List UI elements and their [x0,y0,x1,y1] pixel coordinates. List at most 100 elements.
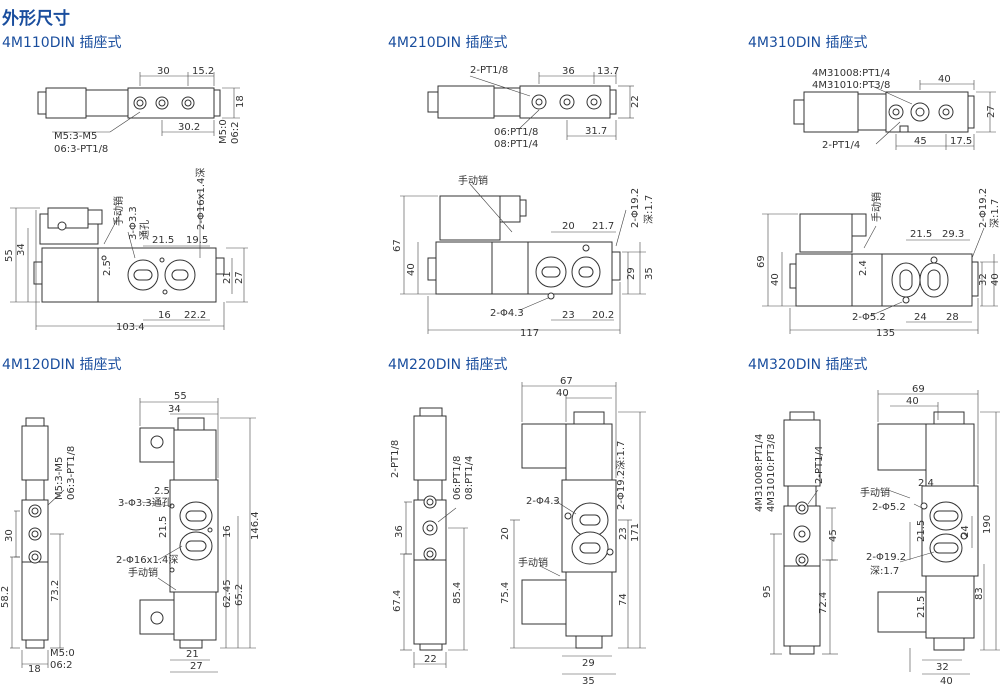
dim-label: 2-Φ4.3 [526,496,560,507]
dim-label: 4M31010:PT3/8 [812,80,890,91]
drawing-4m210-front: 手动销 2-Φ19.2 深:1.7 20 21.7 67 40 29 35 2-… [392,174,655,339]
dim-label: 21.5 [910,229,932,240]
dim-label: 58.2 [0,586,11,608]
dim-label: 深:1.7 [870,565,899,577]
section-title-4m320: 4M320DIN 插座式 [748,357,868,373]
dim-label: 95 [762,585,773,598]
dim-label: 30.2 [178,122,200,133]
dim-label: 22 [630,95,641,108]
dim-label: 34 [16,243,27,256]
dim-label: 06:2 [50,660,72,671]
dim-label: 16 [158,310,171,321]
dim-label: 30 [4,529,15,542]
dim-label: 35 [644,267,655,280]
dim-label: 36 [562,66,575,77]
dim-label: 27 [234,271,245,284]
dim-label: 18 [235,95,246,108]
dim-label: 40 [938,74,951,85]
dim-label: 17.5 [950,136,972,147]
dim-label: 146.4 [250,511,261,540]
dim-label: 32 [978,273,989,286]
dim-label: 06:PT1/8 [494,127,538,138]
section-title-4m310: 4M310DIN 插座式 [748,35,868,51]
dim-label: 4M31008:PT1/4 [812,68,890,79]
dim-label: 73.2 [50,580,61,602]
dim-label: 06:PT1/8 [452,456,463,500]
dim-label: 2-Φ4.3 [490,308,524,319]
drawing-4m320-front: 69 40 2.4 手动销 2-Φ5.2 21.5 24 2-Φ19.2 深:1… [860,384,1000,687]
dim-label: 20.2 [592,310,614,321]
dim-label: 13.7 [597,66,619,77]
dim-label: 06:2 [230,122,241,144]
dim-label: 83 [974,587,985,600]
dim-label: 2-Φ19.2 [978,188,989,228]
dim-label: 08:PT1/4 [464,456,475,500]
dim-label: 72.4 [818,592,829,614]
dim-label: 67 [560,376,573,387]
dim-label: 24 [960,525,971,538]
dim-label: 20 [500,527,511,540]
dim-label: 117 [520,328,539,339]
dim-label: 45 [914,136,927,147]
dim-label: M5:0 [218,119,229,144]
drawing-4m120-front: 55 34 2.5 3-Φ3.3通孔 21.5 16 2-Φ16x1.4深 手动… [116,391,261,673]
dim-label: 135 [876,328,895,339]
dim-label: 40 [556,388,569,399]
dim-label: 3-Φ3.3通孔 [118,497,172,509]
dim-label: 手动销 [870,192,883,222]
dim-label: 40 [990,273,1000,286]
dim-label: 2-PT1/4 [814,446,825,484]
dim-label: 31.7 [585,126,607,137]
dim-label: 2-Φ19.2深:1.7 [615,441,627,510]
dim-label: 40 [770,273,781,286]
dim-label: 32 [936,662,949,673]
dim-label: 67 [392,239,403,252]
drawing-4m120-side: M5:3-M5 06:3-PT1/8 30 73.2 58.2 M5:0 06:… [0,417,77,675]
dim-label: 20 [562,221,575,232]
section-title-4m210: 4M210DIN 插座式 [388,35,508,51]
dim-label: 27 [190,661,203,672]
dim-label: 2.5 [154,486,170,497]
dim-label: 69 [756,255,767,268]
dim-label: 23 [618,527,629,540]
dim-label: 190 [982,515,993,534]
dim-label: 23 [562,310,575,321]
dim-label: 22 [424,654,437,665]
dim-label: 18 [28,664,41,675]
dim-label: 15.2 [192,66,214,77]
dim-label: 75.4 [500,582,511,604]
section-title-4m120: 4M120DIN 插座式 [2,357,122,373]
dim-label: 深:1.7 [643,195,655,224]
dim-label: 74 [618,593,629,606]
dim-label: 2-Φ5.2 [872,502,906,513]
dim-label: 手动销 [458,174,488,187]
dim-label: 103.4 [116,322,145,333]
dim-label: 62.45 [222,579,233,608]
dim-label: 55 [174,391,187,402]
page-title: 外形尺寸 [2,9,70,29]
dim-label: 30 [157,66,170,77]
dim-label: 19.5 [186,235,208,246]
dim-label: 06:3-PT1/8 [54,144,108,155]
dim-label: 24 [914,312,927,323]
dim-label: 21 [222,271,233,284]
dim-label: M5:0 [50,648,75,659]
dim-label: 69 [912,384,925,395]
dim-label: 29.3 [942,229,964,240]
dim-label: 手动销 [860,486,890,499]
dim-label: 21.5 [916,596,927,618]
drawing-4m110-top: 30 15.2 18 30.2 M5:0 06:2 M5:3-M5 06:3-P… [37,66,246,155]
dim-label: 2-Φ19.2 [866,552,906,563]
dim-label: 21.5 [916,520,927,542]
dim-label: 4M31008:PT1/4 [754,434,765,512]
dim-label: 65.2 [234,584,245,606]
dim-label: 2-Φ19.2 [630,188,641,228]
dim-label: 手动销 [112,196,125,226]
dim-label: 手动销 [518,556,548,569]
dim-label: 28 [946,312,959,323]
dim-label: 2.5 [102,260,113,276]
dim-label: 40 [906,396,919,407]
dim-label: 67.4 [392,590,403,612]
dim-label: 21.5 [158,516,169,538]
